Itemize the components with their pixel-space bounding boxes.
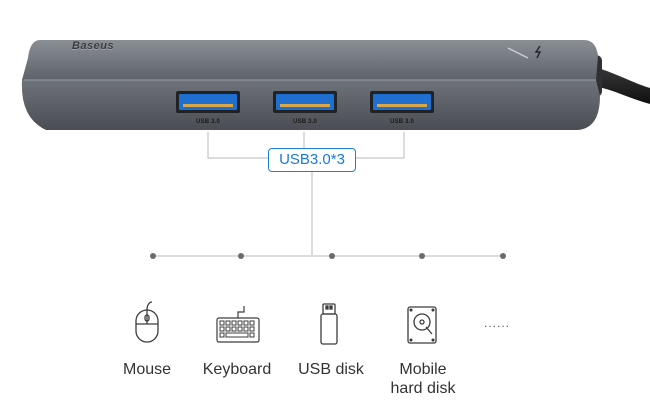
cable	[590, 66, 650, 104]
connector-dot	[500, 253, 506, 259]
port-bracket	[207, 132, 405, 255]
hard-disk-icon	[407, 306, 437, 344]
usb-count-badge: USB3.0*3	[268, 148, 356, 172]
hub-stripe	[507, 47, 529, 59]
mouse-icon	[135, 301, 159, 343]
connector-dot	[238, 253, 244, 259]
connector-dot	[419, 253, 425, 259]
device-label-keyboard: Keyboard	[202, 361, 272, 378]
usb-disk-icon	[320, 303, 338, 345]
connector-dot	[150, 253, 156, 259]
port-label-2: USB 3.0	[292, 119, 318, 125]
power-indicator-icon	[534, 45, 542, 59]
device-label-hard-disk: Mobile hard disk	[368, 360, 478, 398]
usb-port-2	[273, 91, 337, 113]
keyboard-icon	[216, 306, 260, 343]
more-devices-ellipsis: ......	[484, 316, 511, 330]
usb-port-1	[176, 91, 240, 113]
device-label-hard-disk-line1: Mobile	[399, 361, 447, 378]
port-label-1: USB 3.0	[195, 119, 221, 125]
usb-port-3	[370, 91, 434, 113]
device-label-mouse: Mouse	[122, 361, 172, 378]
device-label-usb-disk: USB disk	[298, 361, 364, 378]
hub-top-face	[22, 40, 598, 80]
device-label-hard-disk-line2: hard disk	[390, 380, 456, 397]
port-label-3: USB 3.0	[389, 119, 415, 125]
brand-logo: Baseus	[72, 40, 115, 52]
connector-dot	[329, 253, 335, 259]
